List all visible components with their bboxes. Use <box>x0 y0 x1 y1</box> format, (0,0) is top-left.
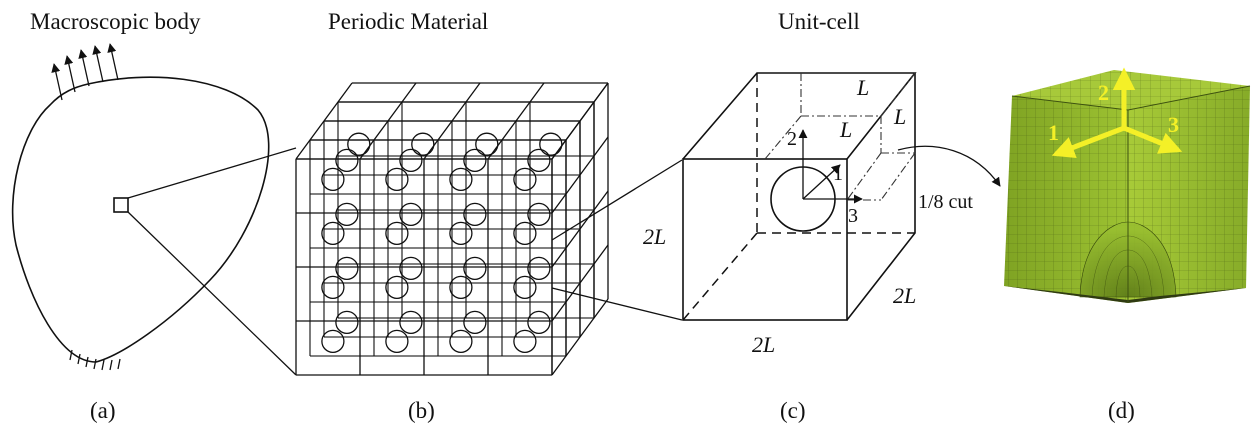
lattice-inclusion-circle <box>449 167 473 192</box>
lattice-inclusion-circle <box>335 148 359 173</box>
lattice-inclusion-circle <box>513 329 537 354</box>
lattice-inclusion-circle <box>527 310 551 335</box>
cut-label: 1/8 cut <box>918 191 973 213</box>
dim-L-right-label: L <box>893 104 906 129</box>
lattice-inclusion-circle <box>449 275 473 300</box>
panel-a-caption: (a) <box>90 398 116 423</box>
lattice-inclusion-circle <box>335 256 359 281</box>
lattice-inclusion-circle <box>335 310 359 335</box>
cut-arrow <box>897 145 1001 187</box>
lattice-inclusion-circle <box>513 221 537 246</box>
axis-1-label: 1 <box>833 163 843 185</box>
eighth-cut-subcell <box>764 72 916 201</box>
lattice-inclusion-circle <box>475 132 499 156</box>
panel-b: Periodic Material (b) <box>295 9 609 423</box>
unit-cell-front-face <box>682 158 848 321</box>
lattice-inclusion-circle <box>463 202 487 227</box>
lattice-inclusion-circle <box>385 221 409 246</box>
zoom-line-lower <box>127 211 297 376</box>
zoom-line-unitcell-lower <box>551 287 683 321</box>
lattice-inclusion-circle <box>449 221 473 246</box>
unit-cell-top-face <box>682 72 917 160</box>
lattice-inclusion-circle <box>321 329 345 354</box>
lattice-inclusion-circle <box>399 202 423 227</box>
mesh-axis-3-arrow <box>1123 125 1183 154</box>
panel-d-caption: (d) <box>1108 398 1135 423</box>
mesh-axis-2-label: 2 <box>1098 80 1109 105</box>
lattice-inclusion-circle <box>411 132 435 156</box>
lattice-inclusion-circle <box>463 256 487 281</box>
material-point-box <box>113 197 129 213</box>
lattice-inclusion-circle <box>513 167 537 192</box>
lattice-inclusion-circle <box>399 256 423 281</box>
lattice-inclusion-circle <box>321 275 345 300</box>
lattice-inclusion-circle <box>321 221 345 246</box>
panel-c: Unit-cell 2 1 3 2L 2L <box>643 9 1001 423</box>
lattice-inclusion-circle <box>449 329 473 354</box>
lattice-inclusion-circle <box>385 275 409 300</box>
lattice-inclusion-circle <box>513 275 537 300</box>
lattice-inclusion-circle <box>347 132 371 156</box>
panel-a: Macroscopic body (a) <box>11 9 297 423</box>
periodic-lattice <box>295 82 609 376</box>
lattice-inclusion-circle <box>385 329 409 354</box>
lattice-inclusion-circle <box>399 148 423 173</box>
lattice-inclusion-circle <box>463 310 487 335</box>
dim-right-label: 2L <box>893 283 916 308</box>
zoom-line-upper <box>127 147 297 199</box>
panel-b-caption: (b) <box>408 398 435 423</box>
lattice-inclusion-circle <box>385 167 409 192</box>
panel-b-title: Periodic Material <box>328 9 488 34</box>
fixed-support-hatch <box>69 349 121 371</box>
dim-bottom-label: 2L <box>752 332 775 357</box>
dim-L-mid-label: L <box>839 117 852 142</box>
axis-3-label: 3 <box>848 205 858 227</box>
dim-L-top-label: L <box>856 75 869 100</box>
panel-a-title: Macroscopic body <box>30 9 201 34</box>
zoom-line-unitcell-upper <box>551 159 683 241</box>
lattice-inclusion-circle <box>527 148 551 173</box>
axis-1-arrow <box>802 164 841 200</box>
mesh-axis-3-label: 3 <box>1168 112 1179 137</box>
lattice-inclusion-circle <box>463 148 487 173</box>
lattice-inclusion-circle <box>527 202 551 227</box>
mesh-axis-1-label: 1 <box>1048 120 1059 145</box>
panel-c-caption: (c) <box>780 398 806 423</box>
lattice-inclusion-circle <box>539 132 563 156</box>
mesh-axis-1-arrow <box>1051 125 1125 159</box>
dim-left-label: 2L <box>643 224 666 249</box>
lattice-inclusion-circle <box>335 202 359 227</box>
hidden-edge-diagonal <box>682 232 758 321</box>
lattice-inclusion-circle <box>527 256 551 281</box>
panel-c-title: Unit-cell <box>778 9 860 34</box>
lattice-inclusion-circle <box>321 167 345 192</box>
unit-cell-right-face <box>846 73 916 321</box>
macroscopic-body-outline <box>11 76 270 363</box>
traction-arrows <box>51 43 119 101</box>
lattice-inclusion-circle <box>399 310 423 335</box>
panel-d: 2 1 3 (d) <box>1004 67 1251 423</box>
axis-2-label: 2 <box>787 128 797 150</box>
